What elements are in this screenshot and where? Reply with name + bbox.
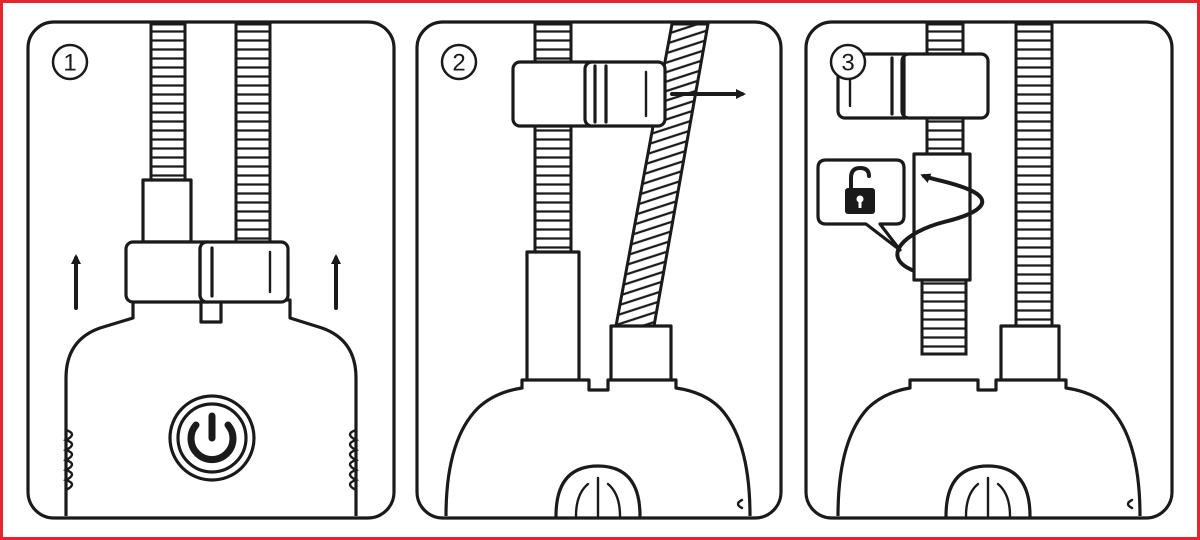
unit-body <box>836 378 1142 517</box>
connector-tube <box>999 324 1061 384</box>
grip-ridges <box>62 428 74 492</box>
step-panel-1: 1 <box>26 20 396 520</box>
power-icon <box>944 464 1032 518</box>
clamp-block <box>900 52 990 120</box>
step-number: 1 <box>63 50 76 77</box>
step-number-badge: 3 <box>829 43 867 81</box>
clamp-block <box>583 60 667 128</box>
step-number: 3 <box>841 50 854 77</box>
hose-right <box>234 22 272 246</box>
unit-body <box>64 298 358 516</box>
power-icon <box>554 464 642 518</box>
connector-tube <box>609 324 673 384</box>
step-panel-2: 2 <box>415 20 783 520</box>
step-number-badge: 2 <box>440 43 478 81</box>
hose-left <box>149 22 187 186</box>
step-number: 2 <box>452 50 465 77</box>
hose-right <box>1014 22 1054 332</box>
step-panel-3: 3 <box>804 20 1174 520</box>
hose-left <box>533 22 573 258</box>
connector-tube <box>141 178 193 244</box>
unlock-icon <box>816 158 906 252</box>
grip-ridges <box>348 428 360 492</box>
connector-tube <box>525 250 581 384</box>
threaded-connector <box>920 276 968 356</box>
power-icon <box>168 394 256 482</box>
step-number-badge: 1 <box>51 43 89 81</box>
unit-body <box>444 378 752 517</box>
